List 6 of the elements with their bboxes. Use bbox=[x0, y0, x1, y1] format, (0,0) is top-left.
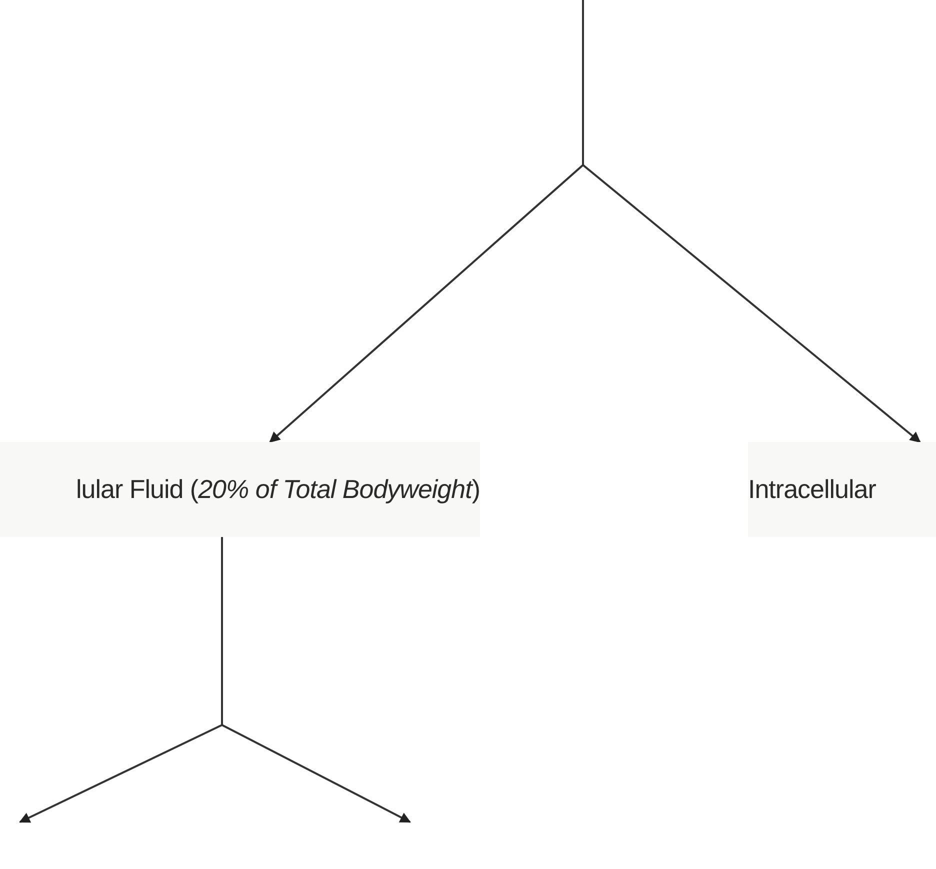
arrow bbox=[582, 0, 921, 443]
text-label-box bbox=[748, 442, 936, 537]
text-label-box bbox=[0, 442, 480, 537]
node-label: lular Fluid (20% of Total Bodyweight) bbox=[76, 474, 480, 505]
node-label: Intracellular bbox=[748, 474, 876, 505]
arrow bbox=[221, 537, 411, 823]
